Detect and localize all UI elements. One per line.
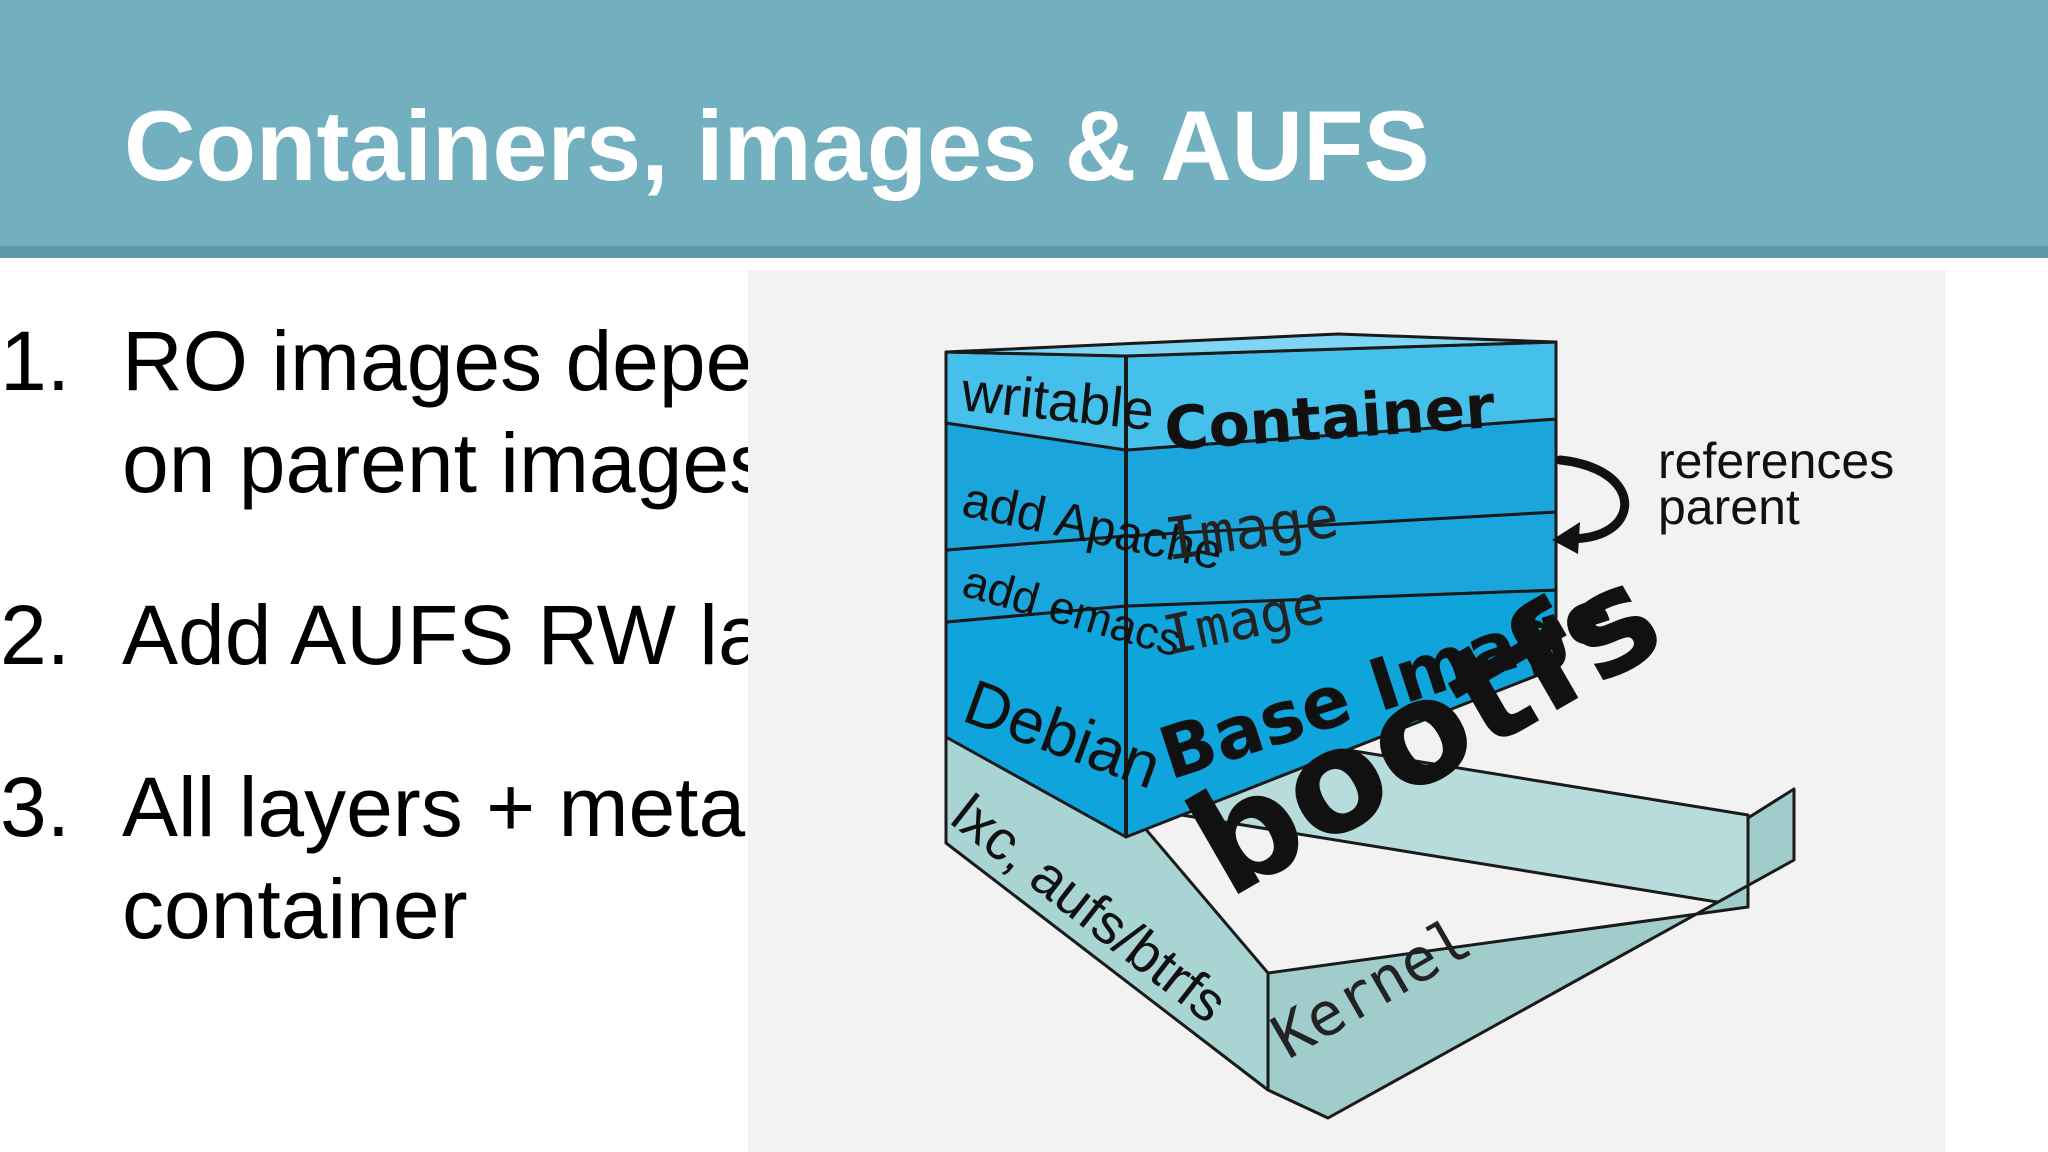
slide-title: Containers, images & AUFS xyxy=(124,90,1430,201)
diagram-panel: references parent writable add Apache ad… xyxy=(748,270,1946,1152)
header-divider xyxy=(0,246,2048,258)
list-item-number: 3. xyxy=(0,760,71,854)
list-item-number: 2. xyxy=(0,588,71,682)
arrowhead-icon xyxy=(1552,522,1580,554)
annotation-references: references xyxy=(1658,433,1894,489)
slide-header xyxy=(0,0,2048,246)
kernel-front-face xyxy=(1266,787,1796,1120)
layer-stack-diagram: references parent writable add Apache ad… xyxy=(941,332,1894,1120)
references-arrow xyxy=(1555,455,1630,544)
annotation-parent: parent xyxy=(1658,479,1800,535)
list-item-number: 1. xyxy=(0,314,71,408)
container-top-face xyxy=(944,332,1558,358)
